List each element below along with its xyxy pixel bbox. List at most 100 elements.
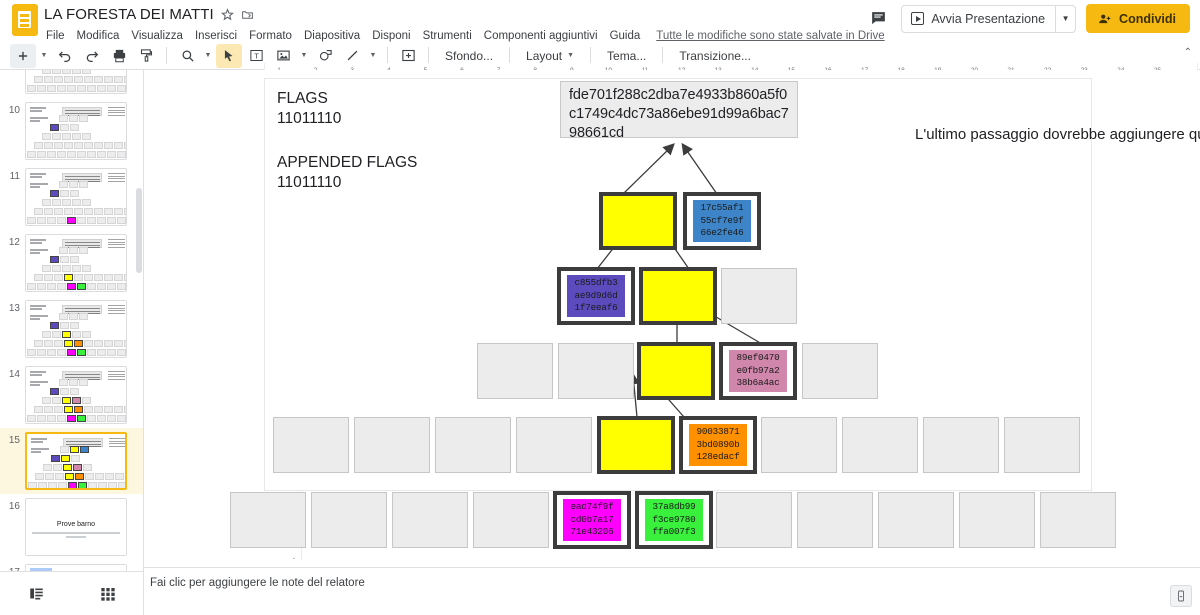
- tree-node-pink-r3[interactable]: 89ef0470 e0fb97a2 38b6a4ac: [719, 342, 797, 400]
- tree-node-empty[interactable]: [761, 417, 837, 473]
- menu-item-formato[interactable]: Formato: [249, 30, 292, 42]
- insert-line-icon[interactable]: [339, 44, 365, 68]
- tree-node-empty[interactable]: [311, 492, 387, 548]
- zoom-icon[interactable]: [174, 44, 200, 68]
- background-button[interactable]: Sfondo...: [445, 48, 494, 63]
- tree-node-empty[interactable]: [354, 417, 430, 473]
- transition-button[interactable]: Transizione...: [679, 48, 751, 63]
- filmstrip-slide-11[interactable]: 11: [0, 164, 143, 230]
- tree-node-empty[interactable]: [273, 417, 349, 473]
- tree-node-empty[interactable]: [802, 343, 878, 399]
- menu-item-visualizza[interactable]: Visualizza: [131, 30, 183, 42]
- slide-thumbnail[interactable]: [25, 300, 127, 358]
- filmstrip-view-button[interactable]: [28, 586, 45, 601]
- tree-node-green-r5[interactable]: 37a8db99 f3ce9780 ffa007f3: [635, 491, 713, 549]
- filmstrip-scrollbar[interactable]: [136, 188, 142, 273]
- tree-node-magenta-r5[interactable]: ead74f9f cd0b7a17 71e43206: [553, 491, 631, 549]
- tree-node-empty[interactable]: [716, 492, 792, 548]
- menu-item-disponi[interactable]: Disponi: [372, 30, 411, 42]
- tree-node-yellow-r2[interactable]: [639, 267, 717, 325]
- filmstrip-slide-14[interactable]: 14: [0, 362, 143, 428]
- zoom-caret-icon[interactable]: ▼: [204, 52, 212, 59]
- insert-image-icon[interactable]: [270, 44, 296, 68]
- tree-node-empty[interactable]: [959, 492, 1035, 548]
- tree-node-empty[interactable]: [392, 492, 468, 548]
- start-presentation-main[interactable]: Avvia Presentazione: [902, 6, 1055, 32]
- right-note-text-box[interactable]: L'ultimo passaggio dovrebbe aggiungere q…: [915, 126, 1200, 143]
- present-dropdown-caret[interactable]: ▼: [1055, 5, 1075, 32]
- menu-item-diapositiva[interactable]: Diapositiva: [303, 30, 361, 42]
- tree-node-empty[interactable]: [797, 492, 873, 548]
- select-cursor-icon[interactable]: [216, 43, 242, 68]
- filmstrip-slide-15[interactable]: 15: [0, 428, 143, 494]
- tree-node-purple-r2[interactable]: c855dfb3 ae9d9d6d 1f7eeaf6: [557, 267, 635, 325]
- paint-format-icon[interactable]: [133, 44, 159, 68]
- tree-node-yellow-r4[interactable]: [597, 416, 675, 474]
- menu-item-file[interactable]: File: [46, 30, 65, 42]
- save-status[interactable]: Tutte le modifiche sono state salvate in…: [656, 30, 885, 42]
- star-icon[interactable]: [218, 4, 238, 24]
- filmstrip-slide-10[interactable]: 10: [0, 98, 143, 164]
- theme-button[interactable]: Tema...: [607, 48, 647, 63]
- explore-button[interactable]: [1170, 585, 1192, 607]
- add-comment-icon[interactable]: [395, 44, 421, 68]
- menu-item-strumenti[interactable]: Strumenti: [422, 30, 472, 42]
- undo-icon[interactable]: [52, 44, 78, 68]
- menu-item-componenti-aggiuntivi[interactable]: Componenti aggiuntivi: [483, 30, 598, 42]
- insert-image-caret-icon[interactable]: ▼: [300, 52, 308, 59]
- new-slide-caret-icon[interactable]: ▼: [40, 52, 48, 59]
- slide-thumbnail[interactable]: [25, 564, 127, 571]
- tree-node-empty[interactable]: [473, 492, 549, 548]
- slide-thumbnail[interactable]: [25, 366, 127, 424]
- tree-node-empty[interactable]: [1040, 492, 1116, 548]
- slide-thumbnail[interactable]: [25, 70, 127, 94]
- filmstrip-scroll-region[interactable]: 910111213141516Prove barno17: [0, 70, 143, 571]
- slide-thumbnail[interactable]: [25, 234, 127, 292]
- filmstrip-slide-12[interactable]: 12: [0, 230, 143, 296]
- slide-thumbnail[interactable]: [25, 102, 127, 160]
- print-icon[interactable]: [106, 44, 132, 68]
- slide-thumbnail[interactable]: Prove barno: [25, 498, 127, 556]
- tree-node-empty[interactable]: [878, 492, 954, 548]
- tree-node-orange-r4[interactable]: 90033871 3bd0890b 128edacf: [679, 416, 757, 474]
- tree-node-empty[interactable]: [477, 343, 553, 399]
- tree-node-yellow-r3[interactable]: [637, 342, 715, 400]
- layout-button[interactable]: Layout ▼: [517, 44, 583, 68]
- menu-item-guida[interactable]: Guida: [609, 30, 641, 42]
- share-button[interactable]: Condividi: [1086, 4, 1190, 33]
- filmstrip-slide-9[interactable]: 9: [0, 70, 143, 98]
- tree-node-empty[interactable]: [230, 492, 306, 548]
- start-presentation-button[interactable]: Avvia Presentazione ▼: [901, 4, 1077, 33]
- tree-node-empty[interactable]: [842, 417, 918, 473]
- menu-item-modifica[interactable]: Modifica: [76, 30, 120, 42]
- tree-node-empty[interactable]: [558, 343, 634, 399]
- speaker-notes-placeholder[interactable]: Fai clic per aggiungere le note del rela…: [150, 577, 365, 589]
- text-box-icon[interactable]: T: [243, 44, 269, 68]
- tree-node-empty[interactable]: [435, 417, 511, 473]
- tree-node-empty[interactable]: [923, 417, 999, 473]
- menu-item-inserisci[interactable]: Inserisci: [194, 30, 238, 42]
- collapse-toolbar-button[interactable]: ⌃: [1183, 47, 1192, 58]
- tree-node-empty[interactable]: [721, 268, 797, 324]
- redo-icon[interactable]: [79, 44, 105, 68]
- move-to-folder-icon[interactable]: [238, 4, 258, 24]
- insert-shape-icon[interactable]: [312, 44, 338, 68]
- slide-thumbnail[interactable]: [25, 432, 127, 490]
- speaker-notes-pane[interactable]: Fai clic per aggiungere le note del rela…: [144, 567, 1200, 615]
- root-hash-box[interactable]: fde701f288c2dba7e4933b860a5f0c1749c4dc73…: [560, 81, 798, 141]
- tree-node-empty[interactable]: [1004, 417, 1080, 473]
- insert-line-caret-icon[interactable]: ▼: [369, 52, 377, 59]
- new-slide-icon[interactable]: [10, 43, 36, 68]
- filmstrip-slide-13[interactable]: 13: [0, 296, 143, 362]
- grid-view-button[interactable]: [100, 586, 116, 602]
- tree-node-blue-r1[interactable]: 17c55af1 55cf7e9f 66e2fe46: [683, 192, 761, 250]
- tree-node-yellow-r1[interactable]: [599, 192, 677, 250]
- comment-icon[interactable]: [865, 6, 891, 32]
- slide-thumbnail[interactable]: [25, 168, 127, 226]
- page-title[interactable]: LA FORESTA DEI MATTI: [44, 5, 214, 23]
